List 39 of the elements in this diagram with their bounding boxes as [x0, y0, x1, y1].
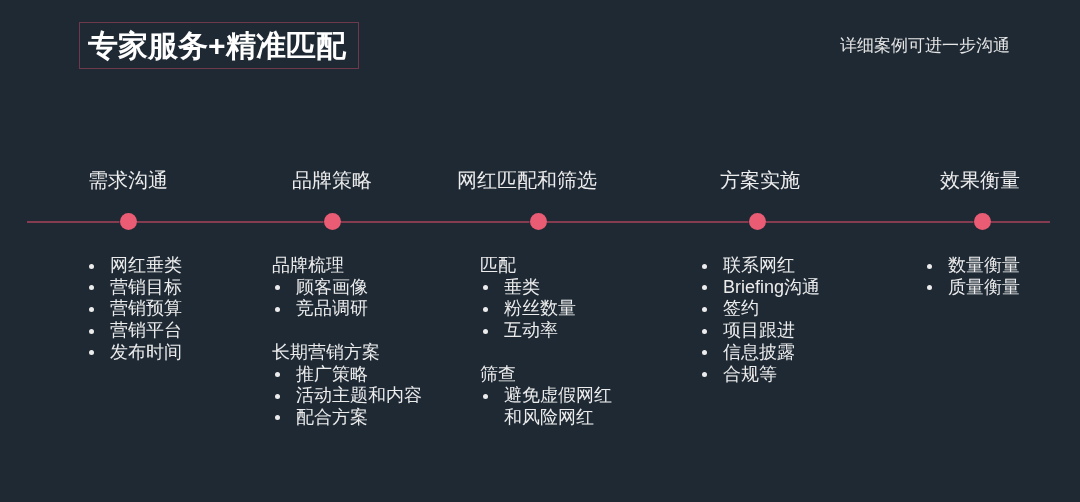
- page-title: 专家服务+精准匹配: [79, 22, 359, 69]
- list-heading: 品牌梳理: [272, 255, 344, 277]
- bullet-item: 营销预算: [86, 298, 182, 321]
- bullet-item: Briefing沟通: [699, 276, 821, 299]
- timeline-line: [135, 221, 325, 223]
- bullet-item: 垂类: [480, 276, 540, 299]
- list-heading: 筛查: [480, 363, 516, 386]
- note-text: 详细案例可进一步沟通: [840, 35, 1010, 57]
- bullet-item: 签约: [699, 298, 759, 321]
- timeline-line: [339, 221, 531, 223]
- bullet-item: 配合方案: [272, 406, 368, 429]
- bullet-item: 粉丝数量: [480, 298, 576, 321]
- step-heading: 网红匹配和筛选: [457, 168, 597, 192]
- bullet-item: 互动率: [480, 320, 558, 342]
- bullet-item: 质量衡量: [924, 276, 1020, 299]
- step-heading: 品牌策略: [292, 168, 372, 192]
- step-heading: 方案实施: [720, 168, 800, 192]
- timeline-line: [989, 221, 1051, 223]
- step-heading: 效果衡量: [940, 168, 1020, 192]
- bullet-item: 信息披露: [699, 341, 795, 364]
- timeline-line: [26, 221, 121, 223]
- bullet-item: 网红垂类: [86, 255, 182, 277]
- bullet-item: 顾客画像: [272, 276, 368, 299]
- bullet-item: 联系网红: [699, 255, 795, 277]
- step-heading: 需求沟通: [88, 168, 168, 192]
- bullet-item: 营销平台: [86, 320, 182, 342]
- list-heading: 长期营销方案: [272, 341, 380, 364]
- bullet-item: 数量衡量: [924, 255, 1020, 277]
- bullet-item: 推广策略: [272, 363, 368, 386]
- bullet-item: 发布时间: [86, 341, 182, 364]
- bullet-item: 竞品调研: [272, 298, 368, 321]
- bullet-item: 活动主题和内容: [272, 385, 422, 407]
- timeline-line: [764, 221, 975, 223]
- bullet-item: 合规等: [699, 363, 777, 386]
- bullet-item: 营销目标: [86, 276, 182, 299]
- bullet-item: 避免虚假网红和风险网红: [480, 385, 616, 429]
- bullet-item: 项目跟进: [699, 320, 795, 342]
- timeline-line: [545, 221, 750, 223]
- list-heading: 匹配: [480, 255, 516, 277]
